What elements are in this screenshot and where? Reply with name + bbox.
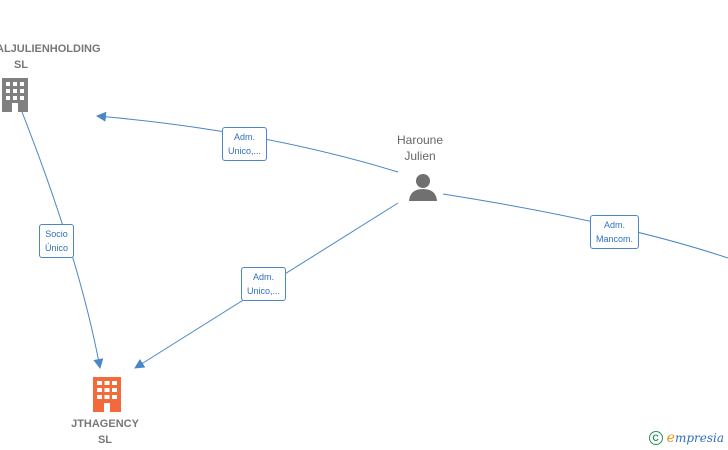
- brand-initial: e: [666, 430, 675, 446]
- edge-label-holding-target[interactable]: Socio Único: [39, 224, 75, 258]
- building-icon[interactable]: [2, 78, 28, 112]
- brand-rest: mpresia: [674, 431, 724, 445]
- target-name: JTHAGENCY: [71, 418, 139, 430]
- holding-node-label[interactable]: ALJULIENHOLDING SL: [0, 41, 101, 73]
- copyright-icon: C: [648, 431, 663, 445]
- edge-label-person-offscreen[interactable]: Adm. Mancom.: [590, 215, 640, 249]
- edge-label-person-target[interactable]: Adm. Unico,...: [241, 267, 287, 301]
- edge-person-offscreen: [442, 193, 728, 259]
- empresia-watermark: C empresia: [648, 430, 724, 446]
- holding-suffix: SL: [13, 59, 29, 71]
- edge-label-person-holding[interactable]: Adm. Unico,...: [222, 127, 268, 161]
- building-icon[interactable]: [93, 377, 121, 412]
- person-icon[interactable]: [408, 173, 438, 201]
- person-last-name: Julien: [404, 149, 436, 163]
- person-first-name: Haroune: [396, 133, 444, 147]
- person-node-label[interactable]: Haroune Julien: [380, 132, 460, 164]
- target-node-label[interactable]: JTHAGENCY SL: [55, 416, 155, 448]
- holding-name: ALJULIENHOLDING: [0, 43, 101, 55]
- target-suffix: SL: [97, 434, 113, 446]
